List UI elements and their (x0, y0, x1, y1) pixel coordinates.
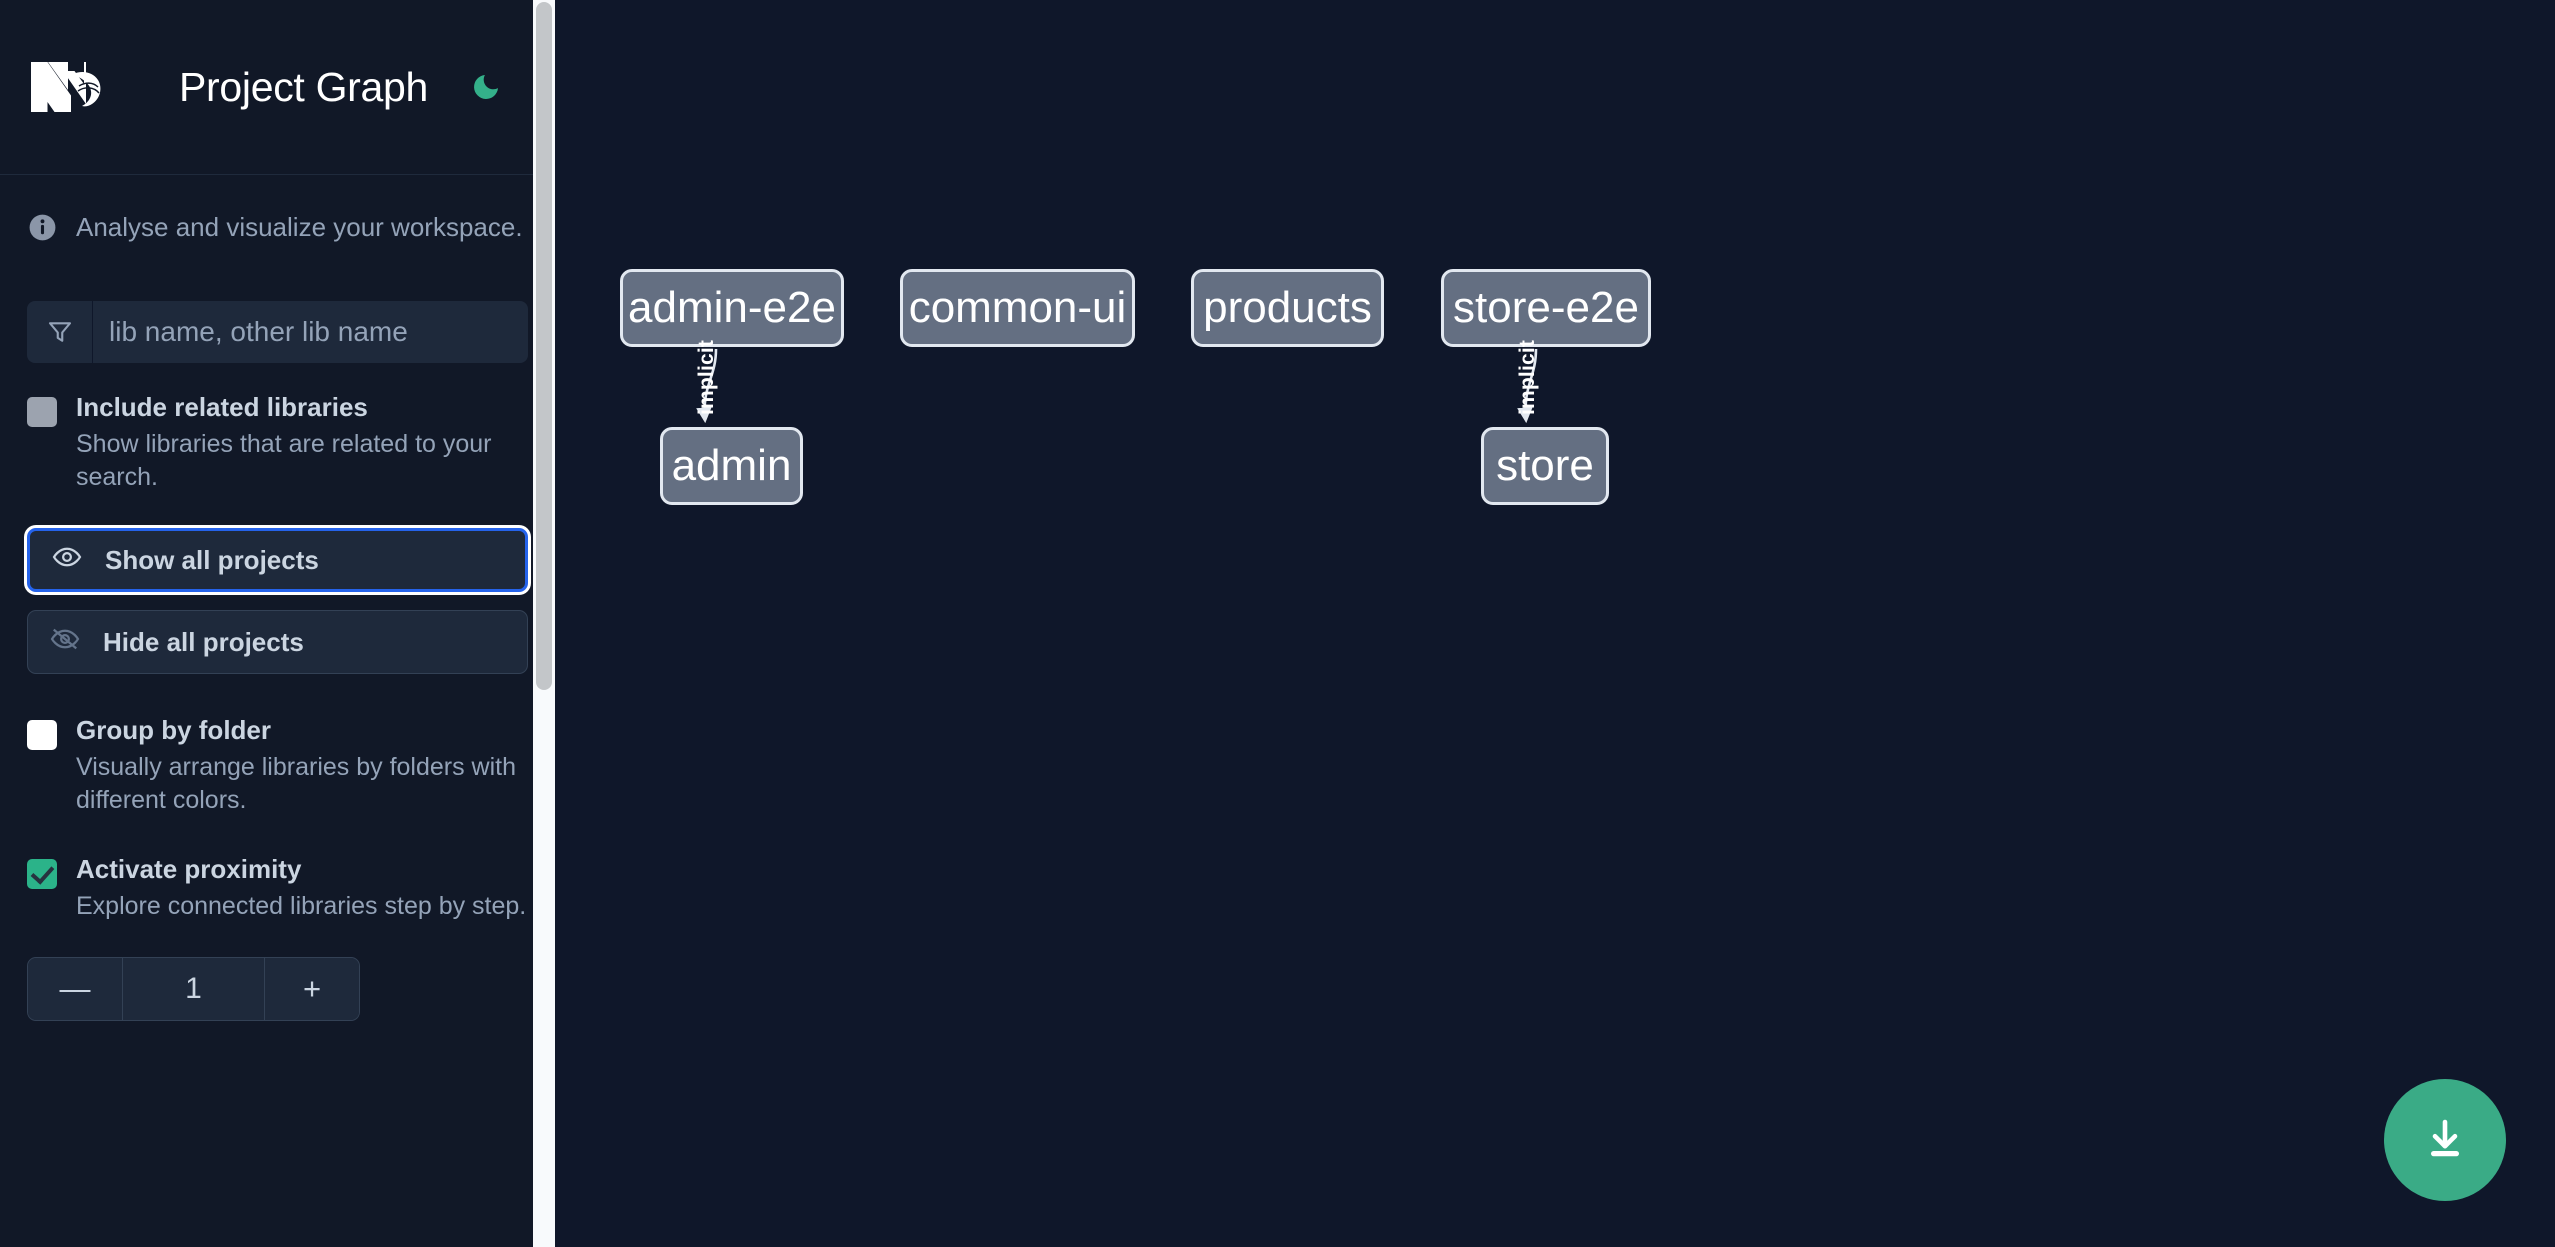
hide-all-projects-button[interactable]: Hide all projects (27, 610, 528, 674)
graph-node-admin[interactable]: admin (660, 427, 803, 505)
node-label: common-ui (908, 283, 1127, 332)
graph-node-admin-e2e[interactable]: admin-e2e (620, 269, 844, 347)
search-bar (27, 301, 528, 363)
node-label: store (1496, 441, 1594, 490)
option-activate-proximity[interactable]: Activate proximity Explore connected lib… (0, 853, 555, 923)
proximity-decrement-button[interactable]: — (28, 958, 123, 1020)
download-icon (2421, 1115, 2469, 1166)
brand-header: Project Graph (0, 0, 555, 175)
eye-icon (52, 542, 82, 579)
node-label: admin-e2e (628, 283, 836, 332)
proximity-increment-button[interactable]: + (264, 958, 359, 1020)
tagline-text: Analyse and visualize your workspace. (76, 211, 523, 242)
sidebar-scrollbar-track[interactable] (533, 0, 555, 1247)
sidebar: Project Graph Analyse and visualize your… (0, 0, 555, 1247)
show-all-projects-label: Show all projects (105, 544, 319, 575)
moon-icon[interactable] (464, 65, 508, 109)
hide-all-projects-label: Hide all projects (103, 626, 304, 657)
option-include-related-libraries[interactable]: Include related libraries Show libraries… (0, 391, 555, 494)
sidebar-content: Project Graph Analyse and visualize your… (0, 0, 555, 1021)
tagline-row: Analyse and visualize your workspace. (0, 175, 555, 279)
checkbox-activate-proximity[interactable] (27, 859, 57, 889)
filter-funnel-icon (27, 301, 93, 363)
show-all-projects-button[interactable]: Show all projects (27, 528, 528, 592)
proximity-stepper-wrap: — 1 + (0, 957, 555, 1021)
eye-off-icon (50, 624, 80, 661)
page-title: Project Graph (179, 63, 429, 110)
edge-label-admin-implicit: implicit (695, 339, 718, 415)
download-graph-button[interactable] (2384, 1079, 2506, 1201)
graph-edges (696, 348, 1538, 424)
option-description: Explore connected libraries step by step… (76, 892, 527, 920)
option-description: Show libraries that are related to your … (76, 430, 492, 491)
checkbox-include-related-libraries[interactable] (27, 397, 57, 427)
edge-label-store-implicit: implicit (1516, 339, 1539, 415)
graph-node-products[interactable]: products (1191, 269, 1384, 347)
proximity-stepper: — 1 + (27, 957, 360, 1021)
spacer (27, 592, 528, 610)
option-title: Include related libraries (76, 392, 368, 422)
checkbox-group-by-folder[interactable] (27, 720, 57, 750)
node-label: store-e2e (1453, 283, 1639, 332)
sidebar-scrollbar-thumb[interactable] (536, 2, 552, 690)
graph-canvas[interactable]: admin-e2e common-ui products store-e2e a… (555, 0, 2555, 1247)
option-text: Activate proximity Explore connected lib… (76, 853, 526, 923)
option-group-by-folder[interactable]: Group by folder Visually arrange librari… (0, 714, 555, 817)
info-icon (27, 212, 58, 243)
search-input[interactable] (93, 301, 528, 363)
nx-logo (27, 56, 123, 118)
node-label: products (1203, 283, 1372, 332)
graph-node-common-ui[interactable]: common-ui (900, 269, 1135, 347)
option-title: Group by folder (76, 715, 271, 745)
project-visibility-actions: Show all projects Hide all projects (0, 528, 555, 674)
graph-node-store-e2e[interactable]: store-e2e (1441, 269, 1651, 347)
graph-node-store[interactable]: store (1481, 427, 1609, 505)
option-text: Include related libraries Show libraries… (76, 391, 528, 494)
option-title: Activate proximity (76, 854, 302, 884)
option-text: Group by folder Visually arrange librari… (76, 714, 528, 817)
node-label: admin (671, 441, 792, 490)
proximity-value: 1 (185, 972, 202, 1005)
option-description: Visually arrange libraries by folders wi… (76, 753, 517, 814)
